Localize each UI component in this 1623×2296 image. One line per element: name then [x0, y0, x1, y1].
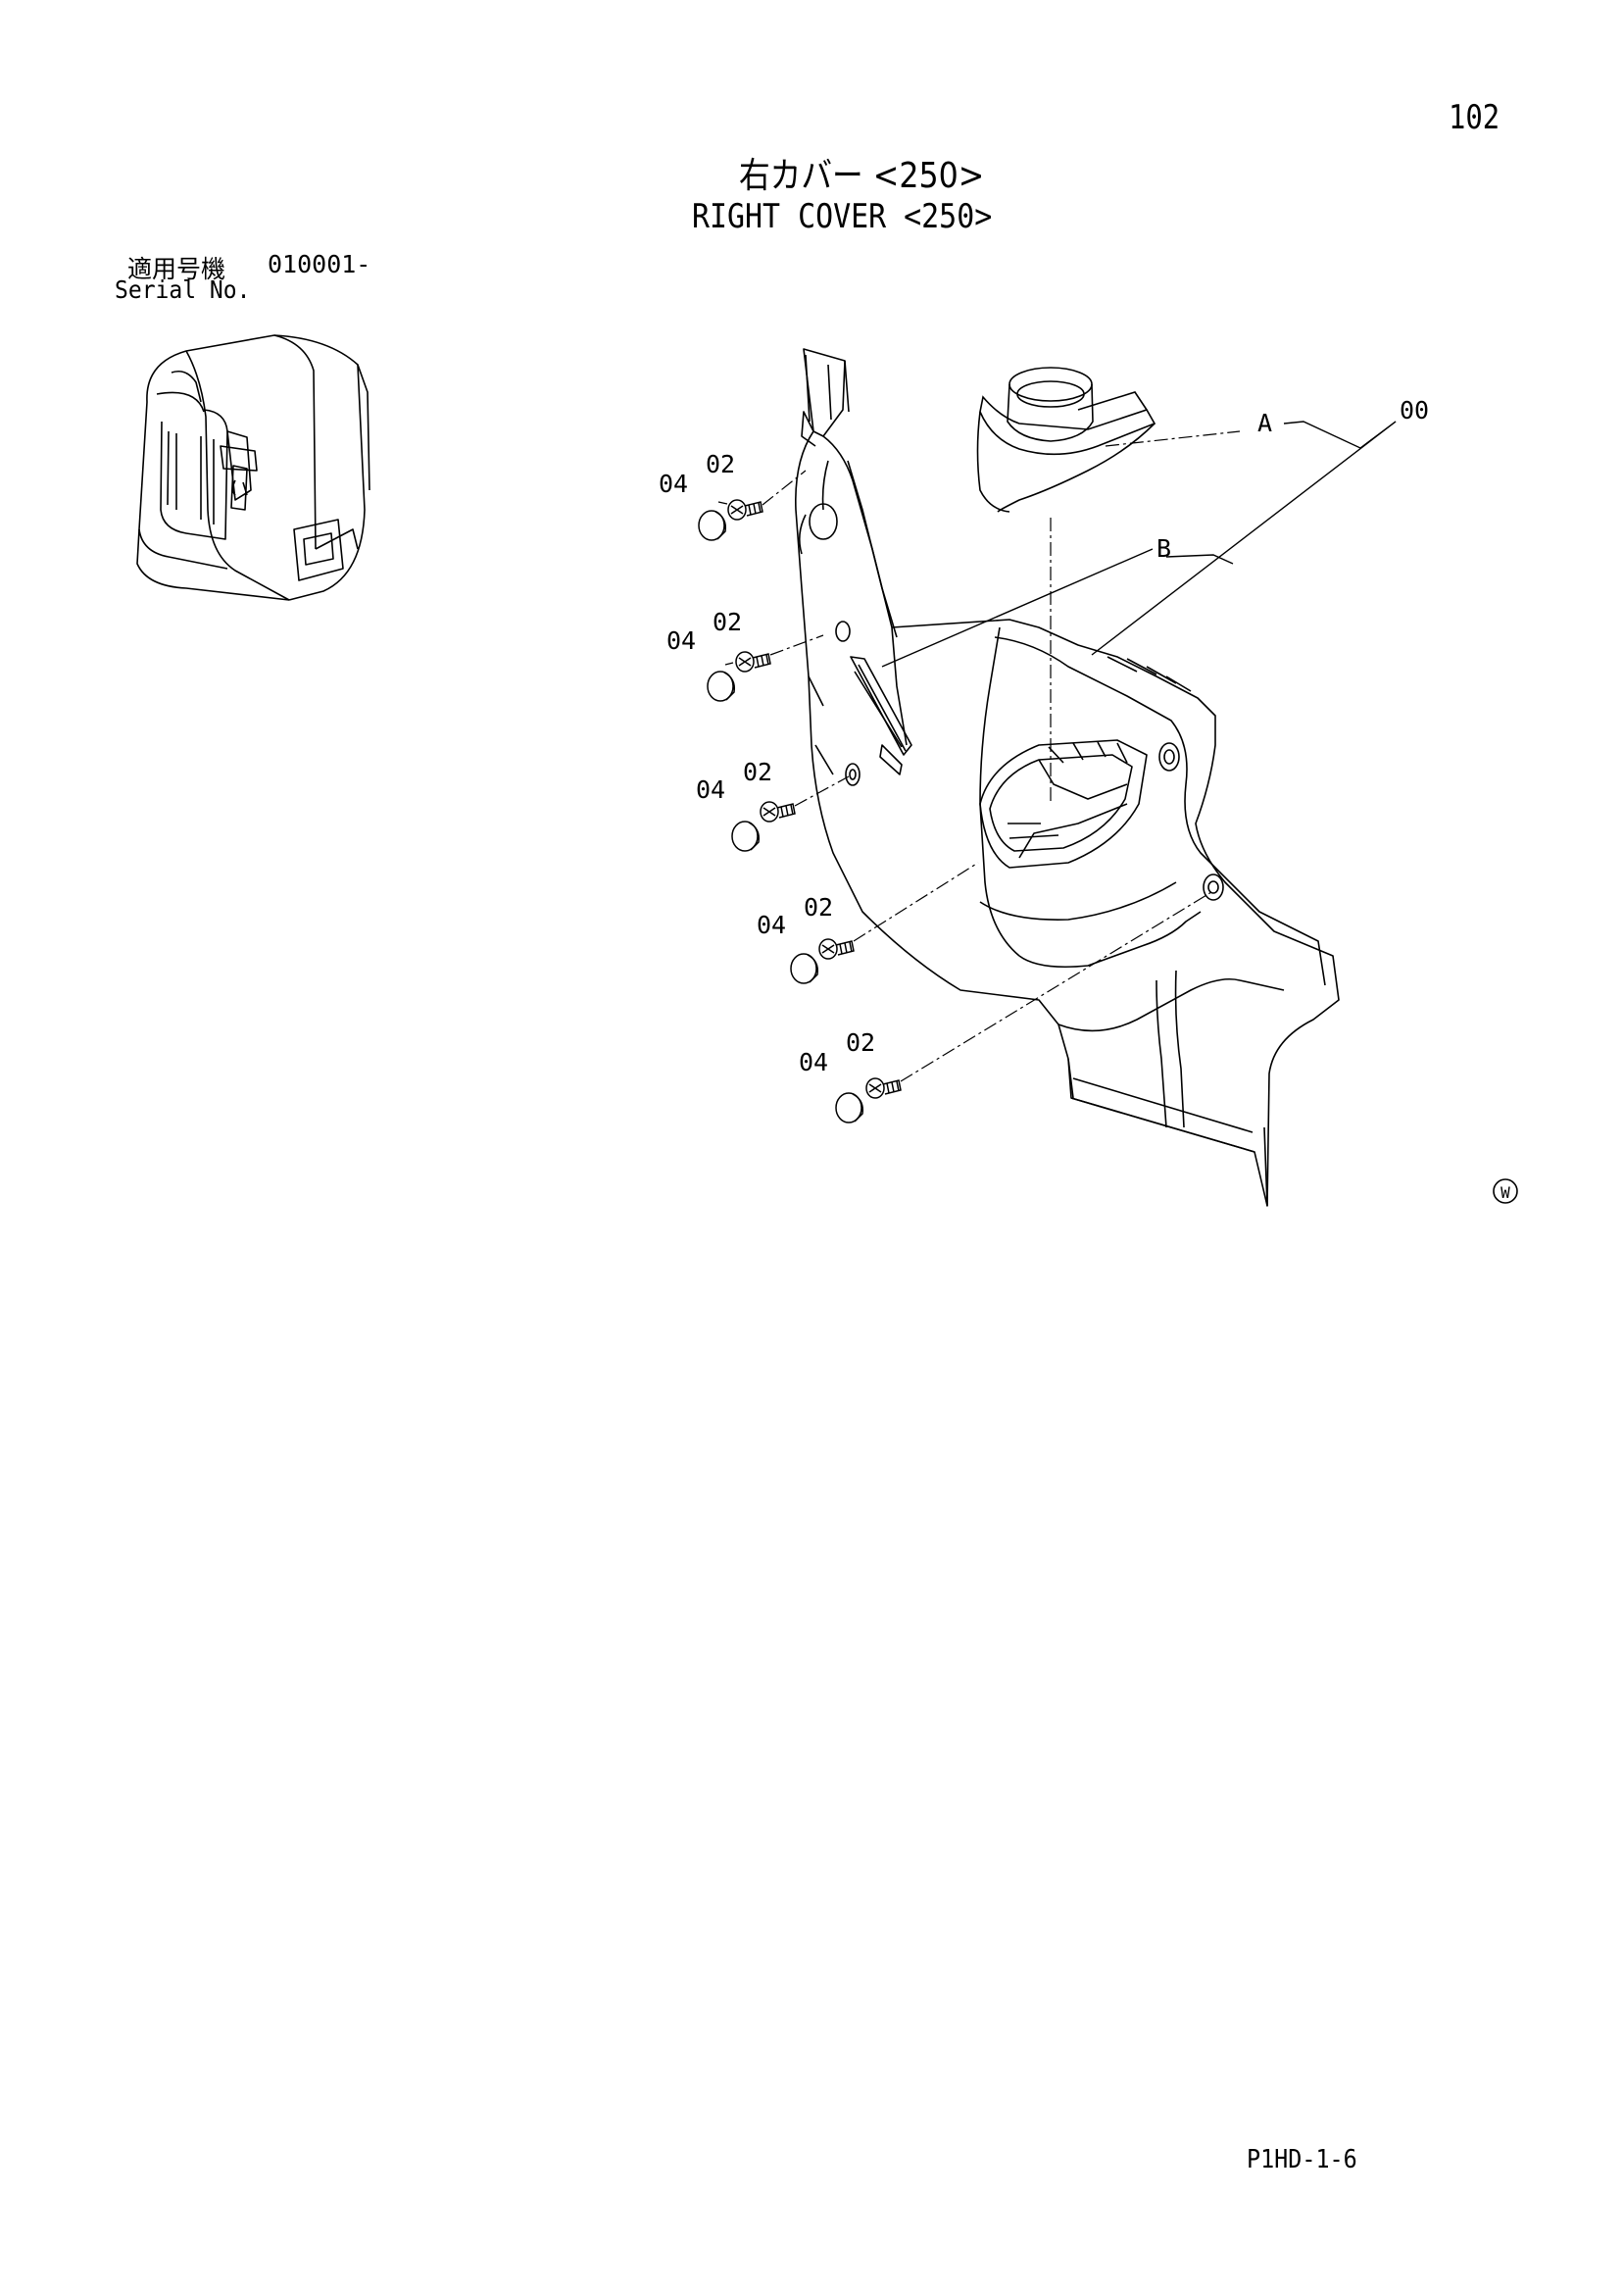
- page-title-english: RIGHT COVER <250>: [692, 197, 993, 236]
- callout-02: 02: [846, 1028, 875, 1057]
- leader-lines: [717, 421, 1397, 668]
- callout-04: 04: [659, 470, 688, 498]
- screw-parts: [727, 499, 902, 1099]
- assembly-lines: [762, 430, 1241, 1082]
- callout-04: 04: [799, 1048, 828, 1076]
- callout-02: 02: [804, 893, 833, 922]
- callout-04: 04: [757, 911, 786, 939]
- callout-a: A: [1257, 409, 1272, 437]
- callout-04: 04: [696, 775, 725, 804]
- serial-label-japanese: 適用号機: [127, 255, 226, 283]
- cup-holder-part: [976, 367, 1156, 513]
- serial-range: 010001-: [268, 250, 371, 278]
- right-cover-panel: [795, 348, 1340, 1207]
- w-symbol: W: [1493, 1178, 1518, 1204]
- callout-02: 02: [743, 758, 772, 786]
- serial-label-english: Serial No.: [115, 275, 251, 304]
- callout-02: 02: [713, 608, 742, 636]
- svg-text:W: W: [1500, 1183, 1510, 1202]
- callout-02: 02: [706, 450, 735, 478]
- callout-04: 04: [666, 626, 696, 655]
- document-code: P1HD-1-6: [1247, 2145, 1357, 2174]
- callout-b: B: [1156, 534, 1171, 563]
- cab-locator-illustration: [136, 334, 370, 601]
- callout-labels: 00 A B 04 02 04 02 04 02 04 02 04 02: [659, 396, 1429, 1076]
- page-title-japanese: 右カバー <250>: [739, 156, 985, 196]
- cap-parts: [698, 510, 864, 1123]
- callout-00: 00: [1400, 396, 1429, 424]
- page-number: 102: [1449, 98, 1500, 137]
